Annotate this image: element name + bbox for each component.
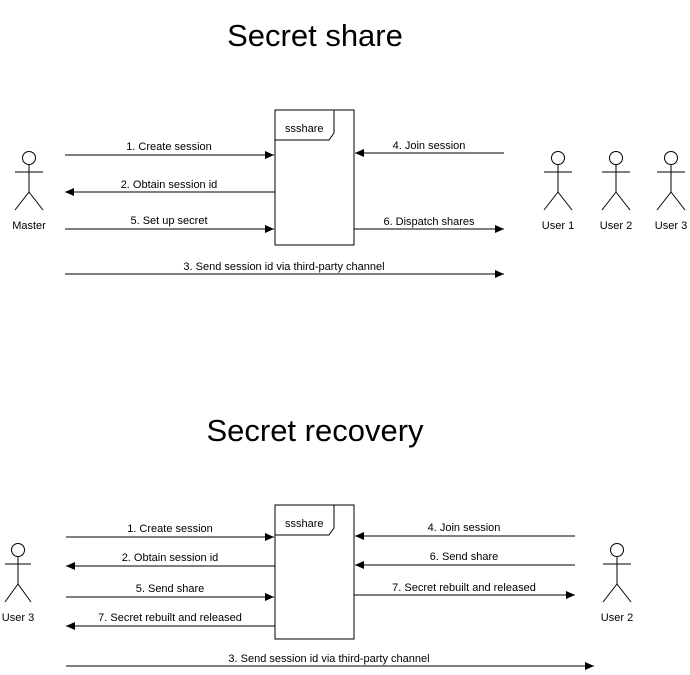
- recovery-msg-secret-rebuilt-right: 7. Secret rebuilt and released: [392, 582, 536, 594]
- user1-label: User 1: [542, 220, 574, 232]
- recovery-right-label: User 2: [601, 612, 633, 624]
- recovery-right-actor-icon: [602, 543, 632, 603]
- share-box-label: ssshare: [285, 123, 324, 135]
- recovery-left-label: User 3: [2, 612, 34, 624]
- recovery-msg-create-session: 1. Create session: [127, 523, 213, 535]
- master-actor-icon: [14, 151, 44, 211]
- user3-label: User 3: [655, 220, 687, 232]
- share-title: Secret share: [227, 18, 403, 53]
- user2-label: User 2: [600, 220, 632, 232]
- recovery-msg-secret-rebuilt-left: 7. Secret rebuilt and released: [98, 612, 242, 624]
- share-msg-obtain-session-id: 2. Obtain session id: [121, 179, 218, 191]
- recovery-msg-obtain-session-id: 2. Obtain session id: [122, 552, 219, 564]
- recovery-msg-third-party-channel: 3. Send session id via third-party chann…: [228, 653, 429, 665]
- master-label: Master: [12, 220, 46, 232]
- share-msg-dispatch-shares: 6. Dispatch shares: [383, 216, 475, 228]
- recovery-msg-join-session: 4. Join session: [428, 522, 501, 534]
- recovery-msg-send-share-left: 5. Send share: [136, 583, 205, 595]
- share-msg-set-up-secret: 5. Set up secret: [130, 215, 207, 227]
- share-msg-join-session: 4. Join session: [393, 140, 466, 152]
- share-msg-create-session: 1. Create session: [126, 141, 212, 153]
- recovery-title: Secret recovery: [206, 413, 424, 448]
- recovery-box-label: ssshare: [285, 518, 324, 530]
- recovery-msg-send-share-right: 6. Send share: [430, 551, 499, 563]
- user3-actor-icon: [656, 151, 686, 211]
- user1-actor-icon: [543, 151, 573, 211]
- user2-actor-icon: [601, 151, 631, 211]
- share-ssshare-box: ssshare: [274, 109, 355, 246]
- recovery-left-actor-icon: [4, 543, 32, 603]
- recovery-ssshare-box: ssshare: [274, 504, 355, 640]
- share-msg-third-party-channel: 3. Send session id via third-party chann…: [183, 261, 384, 273]
